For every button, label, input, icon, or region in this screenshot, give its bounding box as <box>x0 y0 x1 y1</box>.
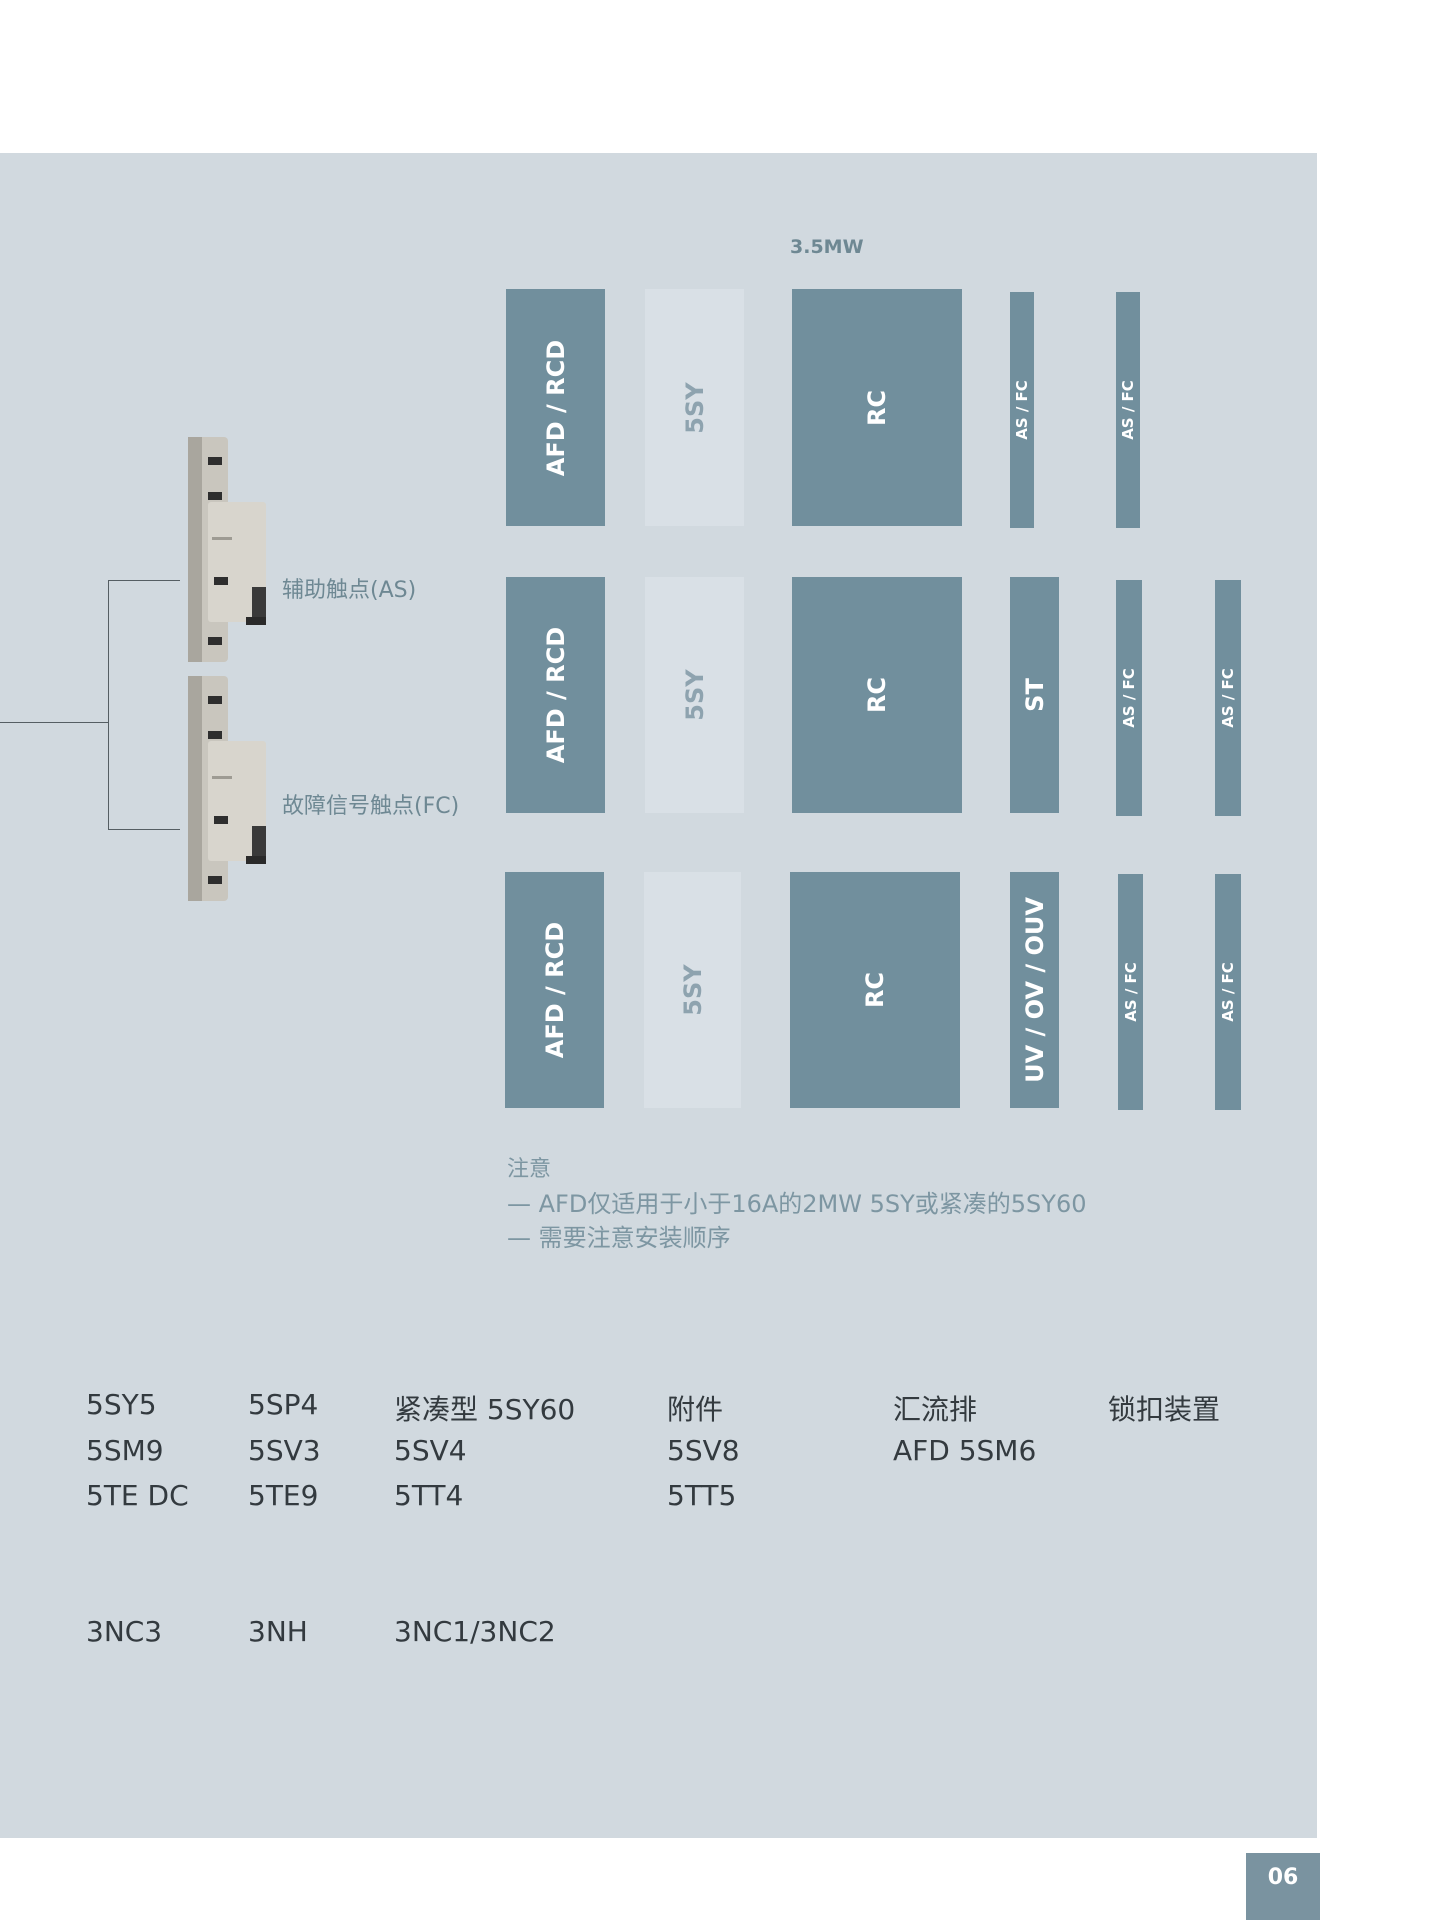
connector-line <box>108 580 109 830</box>
block-label: RC <box>863 389 891 425</box>
afd-rcd-block: AFD / RCD <box>505 872 604 1108</box>
block-label: AFD / RCD <box>542 339 570 475</box>
note-title: 注意 <box>507 1153 1087 1187</box>
as-fc-block: AS / FC <box>1010 292 1034 528</box>
as-fc-block: AS / FC <box>1118 874 1143 1110</box>
note-block: 注意 — AFD仅适用于小于16A的2MW 5SY或紧凑的5SY60 — 需要注… <box>507 1153 1087 1255</box>
block-label: UV / OV / OUV <box>1021 897 1049 1083</box>
table-cell: 5TE DC <box>86 1479 189 1512</box>
block-label: AS / FC <box>1013 380 1031 440</box>
st-block: ST <box>1010 577 1059 813</box>
table-cell: 3NC1/3NC2 <box>394 1615 556 1648</box>
block-label: RC <box>863 677 891 713</box>
as-fc-block: AS / FC <box>1116 580 1142 816</box>
5sy-block: 5SY <box>645 577 744 813</box>
width-label: 3.5MW <box>790 236 864 258</box>
connector-line <box>0 722 109 723</box>
table-cell: 5TE9 <box>248 1479 318 1512</box>
5sy-block: 5SY <box>644 872 741 1108</box>
as-fc-block: AS / FC <box>1215 580 1241 816</box>
table-cell: 锁扣装置 <box>1108 1388 1220 1428</box>
block-label: AFD / RCD <box>541 922 569 1058</box>
table-cell: 5TT5 <box>667 1479 736 1512</box>
afd-rcd-block: AFD / RCD <box>506 577 605 813</box>
rc-block: RC <box>790 872 960 1108</box>
auxiliary-contact-device-image <box>186 437 272 662</box>
table-cell: 5TT4 <box>394 1479 463 1512</box>
table-cell: 5SM9 <box>86 1434 164 1467</box>
afd-rcd-block: AFD / RCD <box>506 289 605 526</box>
connector-line <box>108 580 180 581</box>
block-label: ST <box>1021 678 1049 712</box>
note-line: — AFD仅适用于小于16A的2MW 5SY或紧凑的5SY60 <box>507 1187 1087 1221</box>
fc-label: 故障信号触点(FC) <box>282 788 459 820</box>
note-line: — 需要注意安装顺序 <box>507 1221 1087 1255</box>
rc-block: RC <box>792 577 962 813</box>
rc-block: RC <box>792 289 962 526</box>
block-label: AS / FC <box>1219 962 1237 1022</box>
block-label: 5SY <box>679 964 707 1015</box>
as-fc-block: AS / FC <box>1215 874 1241 1110</box>
block-label: AS / FC <box>1122 962 1140 1022</box>
table-cell: 3NC3 <box>86 1615 162 1648</box>
table-cell: AFD 5SM6 <box>893 1434 1036 1467</box>
table-cell: 5SV8 <box>667 1434 740 1467</box>
table-cell: 紧凑型 5SY60 <box>394 1388 575 1428</box>
table-cell: 5SY5 <box>86 1388 157 1421</box>
uv-ov-ouv-block: UV / OV / OUV <box>1010 872 1059 1108</box>
block-label: AS / FC <box>1119 380 1137 440</box>
table-cell: 3NH <box>248 1615 308 1648</box>
block-label: 5SY <box>681 382 709 433</box>
block-label: AS / FC <box>1120 668 1138 728</box>
fault-signal-contact-device-image <box>186 676 272 901</box>
connector-line <box>108 829 180 830</box>
table-cell: 5SV3 <box>248 1434 321 1467</box>
page-number: 06 <box>1246 1853 1320 1920</box>
table-cell: 5SP4 <box>248 1388 318 1421</box>
5sy-block: 5SY <box>645 289 744 526</box>
block-label: RC <box>861 972 889 1008</box>
table-cell: 5SV4 <box>394 1434 467 1467</box>
block-label: AS / FC <box>1219 668 1237 728</box>
block-label: 5SY <box>681 669 709 720</box>
table-cell: 附件 <box>667 1388 723 1428</box>
table-cell: 汇流排 <box>893 1388 977 1428</box>
as-fc-block: AS / FC <box>1116 292 1140 528</box>
block-label: AFD / RCD <box>542 627 570 763</box>
as-label: 辅助触点(AS) <box>282 572 416 604</box>
